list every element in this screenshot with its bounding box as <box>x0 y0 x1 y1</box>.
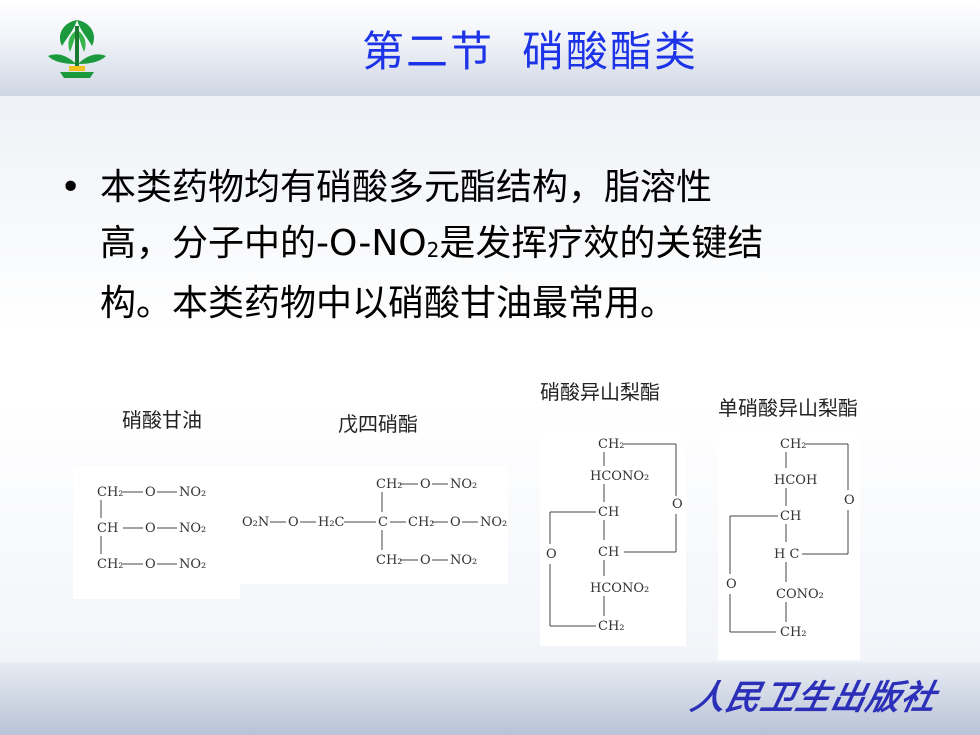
ismn-ring-o-left: O <box>726 577 737 592</box>
bullet-text: 本类药物均有硝酸多元酯结构，脂溶性 高，分子中的-O-NO2是发挥疗效的关键结 … <box>100 160 920 332</box>
bullet-line-2-subscript: 2 <box>426 238 440 262</box>
isdn-c5: HCONO₂ <box>590 581 649 596</box>
petn-bot-c: CH₂ <box>376 553 403 568</box>
ismn-c5: CONO₂ <box>776 587 824 602</box>
isdn-c4: CH <box>598 545 619 560</box>
isdn-c1: CH₂ <box>598 437 625 452</box>
isdn-c2: HCONO₂ <box>590 469 649 484</box>
glycerin-r2-c: CH <box>97 521 118 536</box>
structure-glycerin: CH₂ O NO₂ CH O NO₂ CH₂ O NO₂ <box>73 466 240 599</box>
footer-band <box>0 662 980 735</box>
page-title: 第二节硝酸酯类 <box>0 18 980 79</box>
bullet-dot: • <box>60 167 82 208</box>
title-section: 第二节 <box>361 27 494 76</box>
bullet-line-3: 构。本类药物中以硝酸甘油最常用。 <box>100 283 677 324</box>
header-band <box>0 0 980 96</box>
isdn-ring-o-right: O <box>672 497 683 512</box>
bullet-line-1: 本类药物均有硝酸多元酯结构，脂溶性 <box>100 167 713 208</box>
isdn-c3: CH <box>598 505 619 520</box>
ismn-c1: CH₂ <box>780 437 807 452</box>
petn-bot-no2: NO₂ <box>450 553 477 568</box>
glycerin-r2-no2: NO₂ <box>179 521 206 536</box>
bullet-paragraph: • 本类药物均有硝酸多元酯结构，脂溶性 高，分子中的-O-NO2是发挥疗效的关键… <box>60 160 920 332</box>
glycerin-r1-no2: NO₂ <box>179 485 206 500</box>
ismn-c2: HCOH <box>774 473 817 488</box>
bullet-line-2a: 高，分子中的-O-NO <box>100 223 427 264</box>
ismn-ring-o-right: O <box>844 493 855 508</box>
glycerin-r3-c: CH₂ <box>97 557 124 572</box>
petn-top-c: CH₂ <box>376 477 403 492</box>
petn-mid-o2n: O₂N <box>242 515 269 530</box>
isdn-c6: CH₂ <box>598 619 625 634</box>
caption-mononitrate: 单硝酸异山梨酯 <box>718 396 858 420</box>
ismn-c3: CH <box>780 509 801 524</box>
structure-isosorbide: CH₂ O HCONO₂ CH O CH HCONO₂ CH₂ <box>540 428 686 646</box>
petn-mid-o1: O <box>288 515 299 530</box>
glycerin-r3-no2: NO₂ <box>179 557 206 572</box>
caption-isosorbide: 硝酸异山梨酯 <box>540 380 660 404</box>
plant-logo-icon <box>40 12 114 82</box>
caption-pentaerythritol: 戊四硝酯 <box>338 412 418 436</box>
petn-mid-c: C <box>378 515 388 530</box>
petn-mid-h2c: H₂C <box>318 515 345 530</box>
publisher-logo: 人民卫生出版社 <box>687 678 941 718</box>
petn-mid-no2: NO₂ <box>480 515 507 530</box>
glycerin-r1-c: CH₂ <box>97 485 124 500</box>
ismn-c4: H C <box>774 547 799 562</box>
petn-mid-o2: O <box>450 515 461 530</box>
glycerin-r2-o: O <box>145 521 156 536</box>
petn-top-no2: NO₂ <box>450 477 477 492</box>
glycerin-r1-o: O <box>145 485 156 500</box>
petn-mid-ch2: CH₂ <box>408 515 435 530</box>
structure-pentaerythritol: CH₂ O NO₂ O₂N O H₂C C CH₂ O NO₂ CH₂ O NO… <box>240 466 508 584</box>
petn-bot-o: O <box>420 553 431 568</box>
caption-glycerin: 硝酸甘油 <box>122 408 202 432</box>
bullet-line-2b: 是发挥疗效的关键结 <box>439 223 764 264</box>
title-topic: 硝酸酯类 <box>522 27 699 76</box>
petn-top-o: O <box>420 477 431 492</box>
structure-mononitrate: CH₂ O HCOH CH O H C CONO₂ CH₂ <box>718 428 860 660</box>
isdn-ring-o-left: O <box>546 547 557 562</box>
glycerin-r3-o: O <box>145 557 156 572</box>
ismn-c6: CH₂ <box>780 625 807 640</box>
